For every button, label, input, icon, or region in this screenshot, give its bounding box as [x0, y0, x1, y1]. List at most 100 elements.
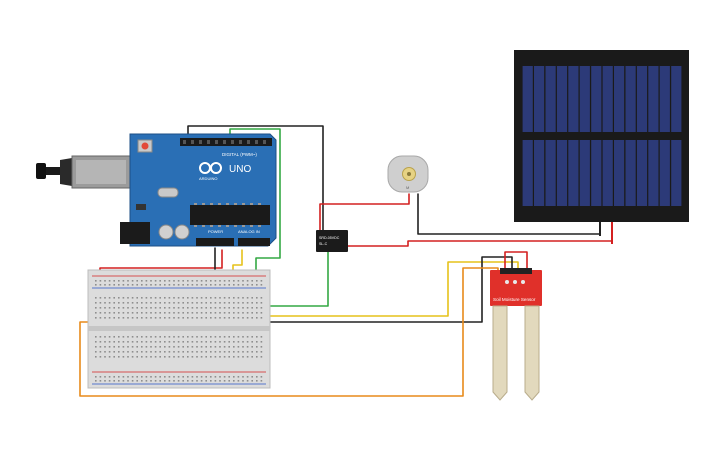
- breadboard-hole[interactable]: [233, 356, 235, 358]
- breadboard-hole[interactable]: [173, 297, 175, 299]
- breadboard-hole[interactable]: [104, 284, 106, 286]
- breadboard-hole[interactable]: [205, 307, 207, 309]
- breadboard-hole[interactable]: [150, 376, 152, 378]
- breadboard-hole[interactable]: [159, 317, 161, 319]
- breadboard-hole[interactable]: [113, 356, 115, 358]
- breadboard-hole[interactable]: [136, 297, 138, 299]
- breadboard-hole[interactable]: [251, 356, 253, 358]
- breadboard-hole[interactable]: [159, 307, 161, 309]
- breadboard-hole[interactable]: [159, 356, 161, 358]
- breadboard-hole[interactable]: [205, 351, 207, 353]
- breadboard-hole[interactable]: [127, 297, 129, 299]
- sensor-pin-vcc[interactable]: [505, 280, 509, 284]
- breadboard-hole[interactable]: [196, 336, 198, 338]
- breadboard-hole[interactable]: [182, 317, 184, 319]
- breadboard-hole[interactable]: [237, 351, 240, 353]
- breadboard-hole[interactable]: [233, 307, 235, 309]
- breadboard-hole[interactable]: [104, 376, 106, 378]
- breadboard-hole[interactable]: [113, 297, 115, 299]
- breadboard-hole[interactable]: [159, 380, 161, 382]
- breadboard-hole[interactable]: [246, 280, 249, 282]
- breadboard-hole[interactable]: [228, 376, 230, 378]
- breadboard-hole[interactable]: [118, 336, 120, 338]
- breadboard-hole[interactable]: [145, 312, 148, 314]
- breadboard-hole[interactable]: [237, 356, 240, 358]
- breadboard-hole[interactable]: [154, 312, 157, 314]
- breadboard-hole[interactable]: [223, 284, 226, 286]
- breadboard-hole[interactable]: [104, 312, 106, 314]
- breadboard-hole[interactable]: [113, 312, 115, 314]
- breadboard-hole[interactable]: [141, 336, 143, 338]
- breadboard-hole[interactable]: [242, 302, 244, 304]
- breadboard-hole[interactable]: [237, 341, 240, 343]
- breadboard-hole[interactable]: [164, 307, 166, 309]
- breadboard-hole[interactable]: [150, 284, 152, 286]
- breadboard-hole[interactable]: [177, 341, 180, 343]
- breadboard-hole[interactable]: [108, 317, 111, 319]
- breadboard-hole[interactable]: [187, 351, 189, 353]
- breadboard-hole[interactable]: [145, 356, 148, 358]
- breadboard-hole[interactable]: [177, 302, 180, 304]
- breadboard-hole[interactable]: [219, 307, 221, 309]
- breadboard-hole[interactable]: [187, 317, 189, 319]
- breadboard-hole[interactable]: [182, 302, 184, 304]
- breadboard-hole[interactable]: [136, 376, 138, 378]
- breadboard-hole[interactable]: [99, 297, 102, 299]
- breadboard-hole[interactable]: [122, 356, 125, 358]
- breadboard-hole[interactable]: [256, 302, 258, 304]
- breadboard-hole[interactable]: [104, 351, 106, 353]
- dc-motor[interactable]: M: [387, 155, 429, 193]
- breadboard-hole[interactable]: [145, 302, 148, 304]
- breadboard-hole[interactable]: [223, 380, 226, 382]
- breadboard-hole[interactable]: [246, 302, 249, 304]
- breadboard-hole[interactable]: [154, 376, 157, 378]
- breadboard-hole[interactable]: [141, 380, 143, 382]
- breadboard-hole[interactable]: [191, 336, 194, 338]
- breadboard-hole[interactable]: [131, 317, 134, 319]
- breadboard-hole[interactable]: [150, 302, 152, 304]
- breadboard-hole[interactable]: [95, 380, 97, 382]
- breadboard-hole[interactable]: [108, 280, 111, 282]
- breadboard-hole[interactable]: [187, 356, 189, 358]
- breadboard-hole[interactable]: [246, 376, 249, 378]
- breadboard-hole[interactable]: [223, 336, 226, 338]
- breadboard-hole[interactable]: [260, 351, 263, 353]
- breadboard-hole[interactable]: [251, 280, 253, 282]
- breadboard-hole[interactable]: [237, 336, 240, 338]
- breadboard-hole[interactable]: [205, 336, 207, 338]
- breadboard-hole[interactable]: [237, 307, 240, 309]
- breadboard-hole[interactable]: [141, 351, 143, 353]
- breadboard-hole[interactable]: [127, 351, 129, 353]
- breadboard-hole[interactable]: [173, 376, 175, 378]
- breadboard-hole[interactable]: [122, 317, 125, 319]
- breadboard-hole[interactable]: [99, 312, 102, 314]
- breadboard-hole[interactable]: [200, 284, 203, 286]
- breadboard-hole[interactable]: [196, 317, 198, 319]
- breadboard-hole[interactable]: [219, 284, 221, 286]
- breadboard-hole[interactable]: [150, 346, 152, 348]
- breadboard-hole[interactable]: [210, 346, 212, 348]
- breadboard-hole[interactable]: [145, 346, 148, 348]
- breadboard-hole[interactable]: [260, 356, 263, 358]
- breadboard-hole[interactable]: [131, 307, 134, 309]
- breadboard-hole[interactable]: [173, 351, 175, 353]
- breadboard-hole[interactable]: [177, 297, 180, 299]
- breadboard-hole[interactable]: [168, 376, 171, 378]
- breadboard-hole[interactable]: [159, 336, 161, 338]
- breadboard-hole[interactable]: [141, 280, 143, 282]
- breadboard-hole[interactable]: [196, 284, 198, 286]
- breadboard-hole[interactable]: [108, 297, 111, 299]
- breadboard-hole[interactable]: [200, 351, 203, 353]
- breadboard-hole[interactable]: [187, 336, 189, 338]
- breadboard-hole[interactable]: [260, 312, 263, 314]
- breadboard-hole[interactable]: [256, 297, 258, 299]
- breadboard-hole[interactable]: [200, 376, 203, 378]
- breadboard-hole[interactable]: [113, 380, 115, 382]
- breadboard-hole[interactable]: [145, 376, 148, 378]
- breadboard-hole[interactable]: [251, 336, 253, 338]
- breadboard-hole[interactable]: [214, 346, 217, 348]
- breadboard-hole[interactable]: [251, 312, 253, 314]
- breadboard-hole[interactable]: [251, 351, 253, 353]
- breadboard-hole[interactable]: [196, 351, 198, 353]
- breadboard-hole[interactable]: [187, 341, 189, 343]
